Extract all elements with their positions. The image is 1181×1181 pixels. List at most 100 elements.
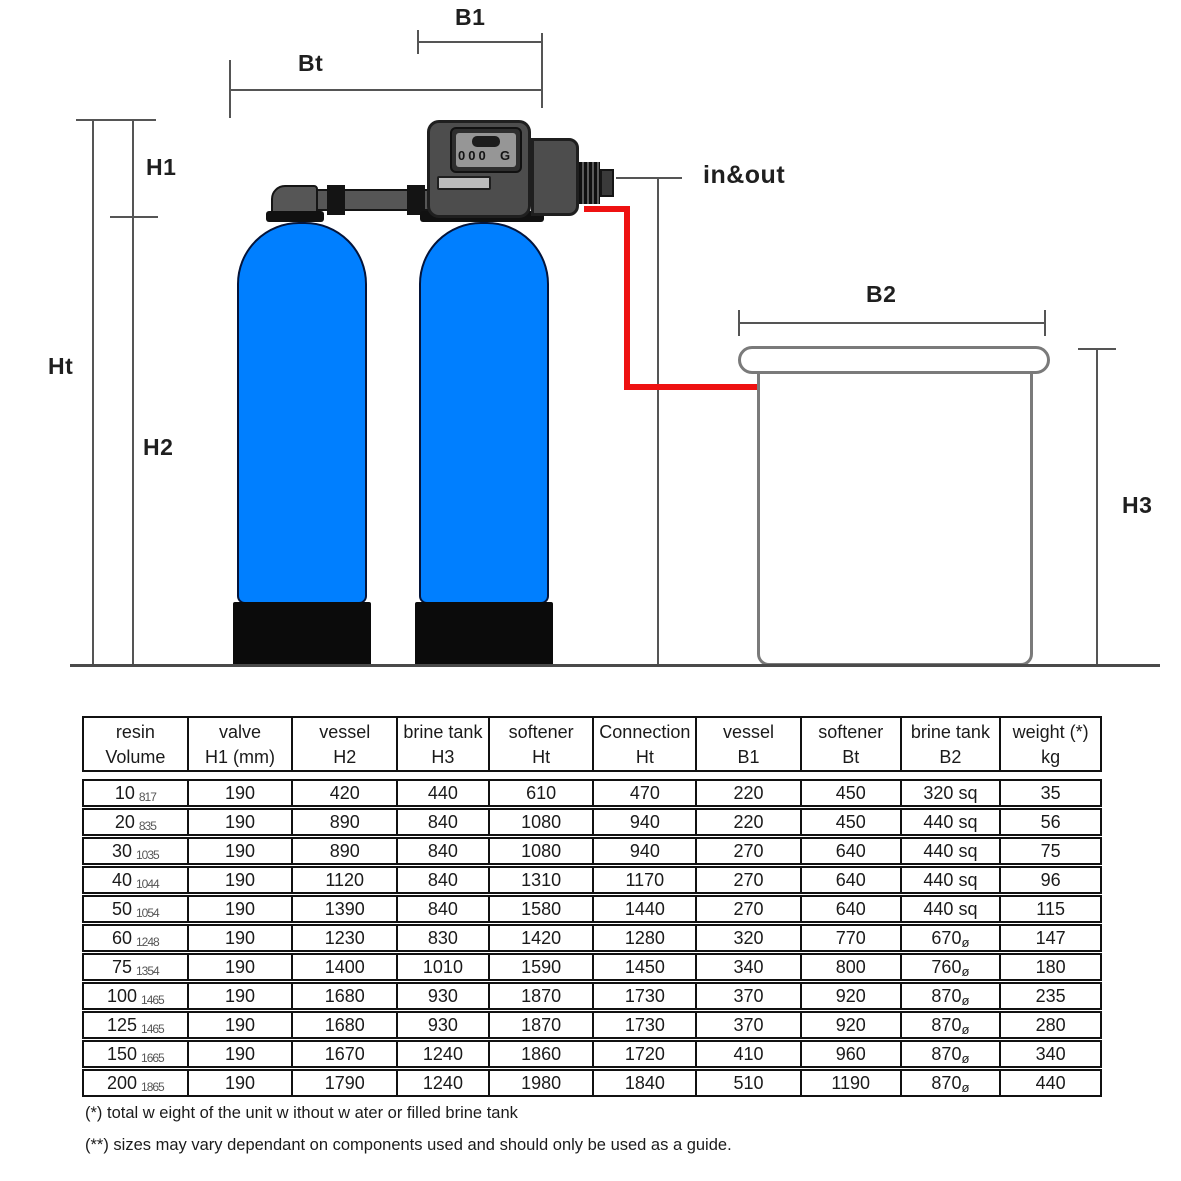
- spec-cell: 800: [799, 955, 900, 979]
- spec-cell: 190: [186, 984, 292, 1008]
- dim-label-b1: B1: [455, 4, 486, 30]
- pipe-coupling-left: [327, 185, 345, 215]
- spec-cell: 190: [186, 1071, 292, 1095]
- spec-cell: 870ø: [899, 1013, 1000, 1037]
- b1-dimension-line: [418, 41, 543, 43]
- dim-label-ht: Ht: [48, 353, 74, 379]
- spec-cell: 220: [695, 810, 800, 834]
- spec-cell: 370: [695, 1013, 800, 1037]
- spec-cell: 940: [592, 810, 695, 834]
- brine-line-horizontal-bottom: [624, 384, 766, 390]
- spec-cell: 410: [695, 1042, 800, 1066]
- spec-cell: 96: [999, 868, 1100, 892]
- dim-label-inout: in&out: [703, 161, 786, 189]
- spec-cell: 370: [695, 984, 800, 1008]
- valve-outlet-nub: [600, 169, 614, 197]
- spec-cell: 760ø: [899, 955, 1000, 979]
- h3-top-tick: [1078, 348, 1116, 350]
- spec-cell: 1580: [487, 897, 593, 921]
- softener-vessel-left: [237, 222, 367, 604]
- ground-line: [70, 664, 1160, 667]
- spec-cell: 235: [999, 984, 1100, 1008]
- spec-cell: 270: [695, 839, 800, 863]
- spec-cell: 840: [396, 868, 488, 892]
- diagram: 000 G B1 Bt H1 Ht H2 in&out B2 H3: [48, 4, 1160, 667]
- valve-label-slot: [437, 176, 491, 190]
- spec-cell: 1730: [592, 984, 695, 1008]
- spec-cell: 1790: [291, 1071, 396, 1095]
- spec-cell: 450: [799, 781, 900, 805]
- column-header: weight (*)kg: [999, 718, 1100, 770]
- inout-leader-line: [616, 177, 682, 179]
- spec-cell: 930: [396, 1013, 488, 1037]
- spec-cell: 190: [186, 781, 292, 805]
- pipe-coupling-right: [407, 185, 425, 215]
- spec-cell: 56: [999, 810, 1100, 834]
- b2-left-tick: [738, 310, 740, 336]
- spec-cell: 1190: [799, 1071, 900, 1095]
- spec-cell: 340: [999, 1042, 1100, 1066]
- spec-cell: 190: [186, 926, 292, 950]
- vessel-base-right: [415, 602, 553, 666]
- spec-cell: 1240: [396, 1042, 488, 1066]
- brine-tank-lid: [738, 346, 1050, 374]
- bt-left-tick: [229, 60, 231, 118]
- spec-cell: 1440: [592, 897, 695, 921]
- spec-cell: 440: [999, 1071, 1100, 1095]
- h3-dimension-line: [1096, 349, 1098, 666]
- spec-cell: 450: [799, 810, 900, 834]
- spec-cell: 640: [799, 897, 900, 921]
- spec-cell: 440: [396, 781, 488, 805]
- spec-cell: 190: [186, 839, 292, 863]
- spec-cell: 270: [695, 868, 800, 892]
- spec-cell: 75: [999, 839, 1100, 863]
- valve-display-letter: G: [500, 148, 511, 163]
- spec-cell: 440 sq: [899, 839, 1000, 863]
- spec-cell: 1230: [291, 926, 396, 950]
- spec-cell: 1400: [291, 955, 396, 979]
- spec-cell: 1420: [487, 926, 593, 950]
- spec-cell: 840: [396, 897, 488, 921]
- spec-cell: 1680: [291, 984, 396, 1008]
- spec-cell: 1730: [592, 1013, 695, 1037]
- spec-cell: 870ø: [899, 984, 1000, 1008]
- dim-label-h2: H2: [143, 434, 174, 460]
- spec-cell: 1390: [291, 897, 396, 921]
- vessel-top-tick: [110, 216, 158, 218]
- spec-cell: 440 sq: [899, 868, 1000, 892]
- spec-cell: 640: [799, 839, 900, 863]
- spec-cell: 1840: [592, 1071, 695, 1095]
- top-tick: [76, 119, 156, 121]
- spec-cell: 220: [695, 781, 800, 805]
- spec-cell: 960: [799, 1042, 900, 1066]
- spec-cell: 640: [799, 868, 900, 892]
- spec-cell: 840: [396, 839, 488, 863]
- footnote-sizes: (**) sizes may vary dependant on compone…: [85, 1136, 732, 1154]
- b2-right-tick: [1044, 310, 1046, 336]
- spec-cell: 770: [799, 926, 900, 950]
- dim-label-b2: B2: [866, 281, 897, 307]
- spec-cell: 1860: [487, 1042, 593, 1066]
- spec-cell: 870ø: [899, 1042, 1000, 1066]
- b1-bt-right-tick: [541, 33, 543, 108]
- spec-cell: 1170: [592, 868, 695, 892]
